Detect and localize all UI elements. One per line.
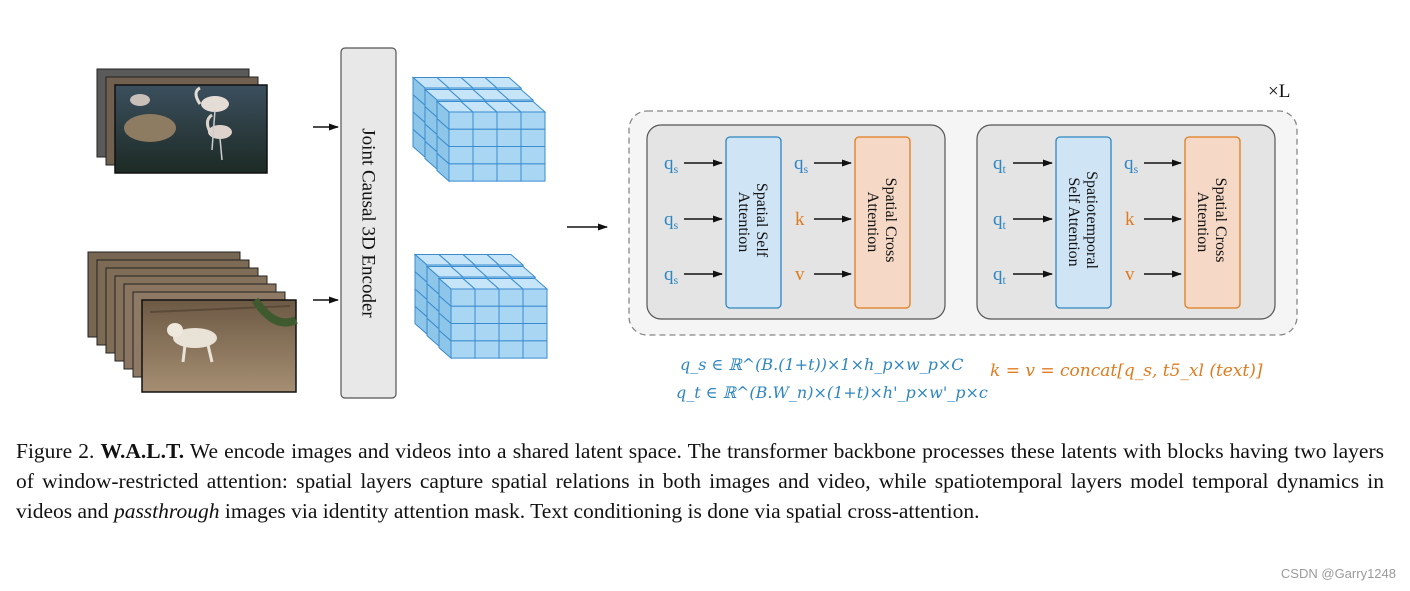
image-latent-cell (448, 146, 474, 165)
image-latent-side-face (436, 152, 450, 183)
spatial-self-attention-label: Spatial Self Attention (735, 183, 770, 261)
st-cross-input-v: v (1125, 264, 1135, 285)
image-latent-cell (448, 163, 474, 182)
video-latent-cell (522, 323, 548, 342)
spatial-cross-input-v: v (795, 264, 805, 285)
image-latent-cell (472, 111, 498, 130)
video-latent-cell (474, 323, 500, 342)
video-latent-cell (498, 340, 524, 359)
image-latent-cell (496, 111, 522, 130)
image-latent-cell (496, 146, 522, 165)
formula-qt: q_t ∈ ℝ^(B.W_n)×(1+t)×h'_p×w'_p×c (676, 383, 988, 402)
video-latent-cell (474, 340, 500, 359)
repeat-label: ×L (1268, 81, 1290, 102)
spatial-input-qs-1: qs (664, 153, 679, 176)
image-latent-cell (520, 163, 546, 182)
spatial-self-attention-box (725, 136, 782, 309)
walt-architecture-figure: Joint Causal 3D Encoder ×L Spatial Self … (87, 47, 1298, 402)
video-latent-cell (450, 323, 476, 342)
video-stack (87, 251, 298, 393)
image-latent-cell (448, 128, 474, 148)
caption-title: W.A.L.T. (100, 439, 185, 463)
image-latent-cell (520, 146, 546, 165)
video-latent-cell (474, 288, 500, 307)
st-input-qt-3: qt (993, 264, 1007, 287)
video-latent-cell (498, 288, 524, 307)
image-latent-cell (472, 128, 498, 148)
caption-text-1: We encode images and videos into a share… (16, 439, 1384, 523)
latent-cubes (411, 76, 549, 360)
image-latent-cell (472, 146, 498, 165)
video-latent-cell (522, 305, 548, 325)
encoder-label: Joint Causal 3D Encoder (358, 128, 379, 318)
spatial-cross-input-q: qs (794, 153, 809, 176)
encoder-box (340, 47, 397, 399)
st-cross-input-k: k (1125, 209, 1135, 230)
st-input-qt-1: qt (993, 153, 1007, 176)
caption-text-2: images via identity attention mask. Text… (224, 499, 980, 523)
image-latent-cell (520, 128, 546, 148)
spatiotemporal-self-attention-box (1055, 136, 1112, 309)
spatial-input-qs-2: qs (664, 209, 679, 232)
figure-caption: Figure 2. W.A.L.T. We encode images and … (16, 436, 1384, 526)
video-latent-cell (474, 305, 500, 325)
watermark: CSDN @Garry1248 (1280, 566, 1396, 581)
image-latent-cell (472, 163, 498, 182)
spatial-layer-block: Spatial Self Attention Spatial Cross Att… (646, 124, 946, 320)
formula-qs: q_s ∈ ℝ^(B.(1+t))×1×h_p×w_p×C (680, 355, 964, 374)
spatiotemporal-cross-attention-label: Spatial Cross Attention (1194, 178, 1229, 267)
spatial-input-qs-3: qs (664, 264, 679, 287)
video-latent-cell (450, 305, 476, 325)
caption-label: Figure 2. (16, 439, 95, 463)
spatiotemporal-cross-attention-box (1184, 136, 1241, 309)
caption-emphasis: passthrough (113, 499, 220, 523)
st-cross-input-q: qs (1124, 153, 1139, 176)
video-latent-cell (498, 323, 524, 342)
video-latent-cell (450, 288, 476, 307)
image-latent-cell (496, 128, 522, 148)
image-latent-cell (520, 111, 546, 130)
image-latent-cell (496, 163, 522, 182)
spatiotemporal-layer-block: Spatiotemporal Self Attention Spatial Cr… (976, 124, 1276, 320)
spatiotemporal-self-attention-label: Spatiotemporal Self Attention (1065, 171, 1100, 273)
image-stack (96, 68, 268, 174)
video-latent-cell (522, 288, 548, 307)
video-latent-cell (450, 340, 476, 359)
architecture-diagram: Joint Causal 3D Encoder ×L Spatial Self … (87, 47, 1298, 402)
spatial-cross-attention-label: Spatial Cross Attention (864, 178, 899, 267)
spatial-cross-attention-box (854, 136, 911, 309)
st-input-qt-2: qt (993, 209, 1007, 232)
video-latent-side-face (438, 329, 452, 360)
formula-kv: k = v = concat[q_s, t5_xl (text)] (990, 361, 1263, 381)
video-latent-cell (498, 305, 524, 325)
image-latent-cell (448, 111, 474, 130)
spatial-cross-input-k: k (795, 209, 805, 230)
video-latent-cell (522, 340, 548, 359)
